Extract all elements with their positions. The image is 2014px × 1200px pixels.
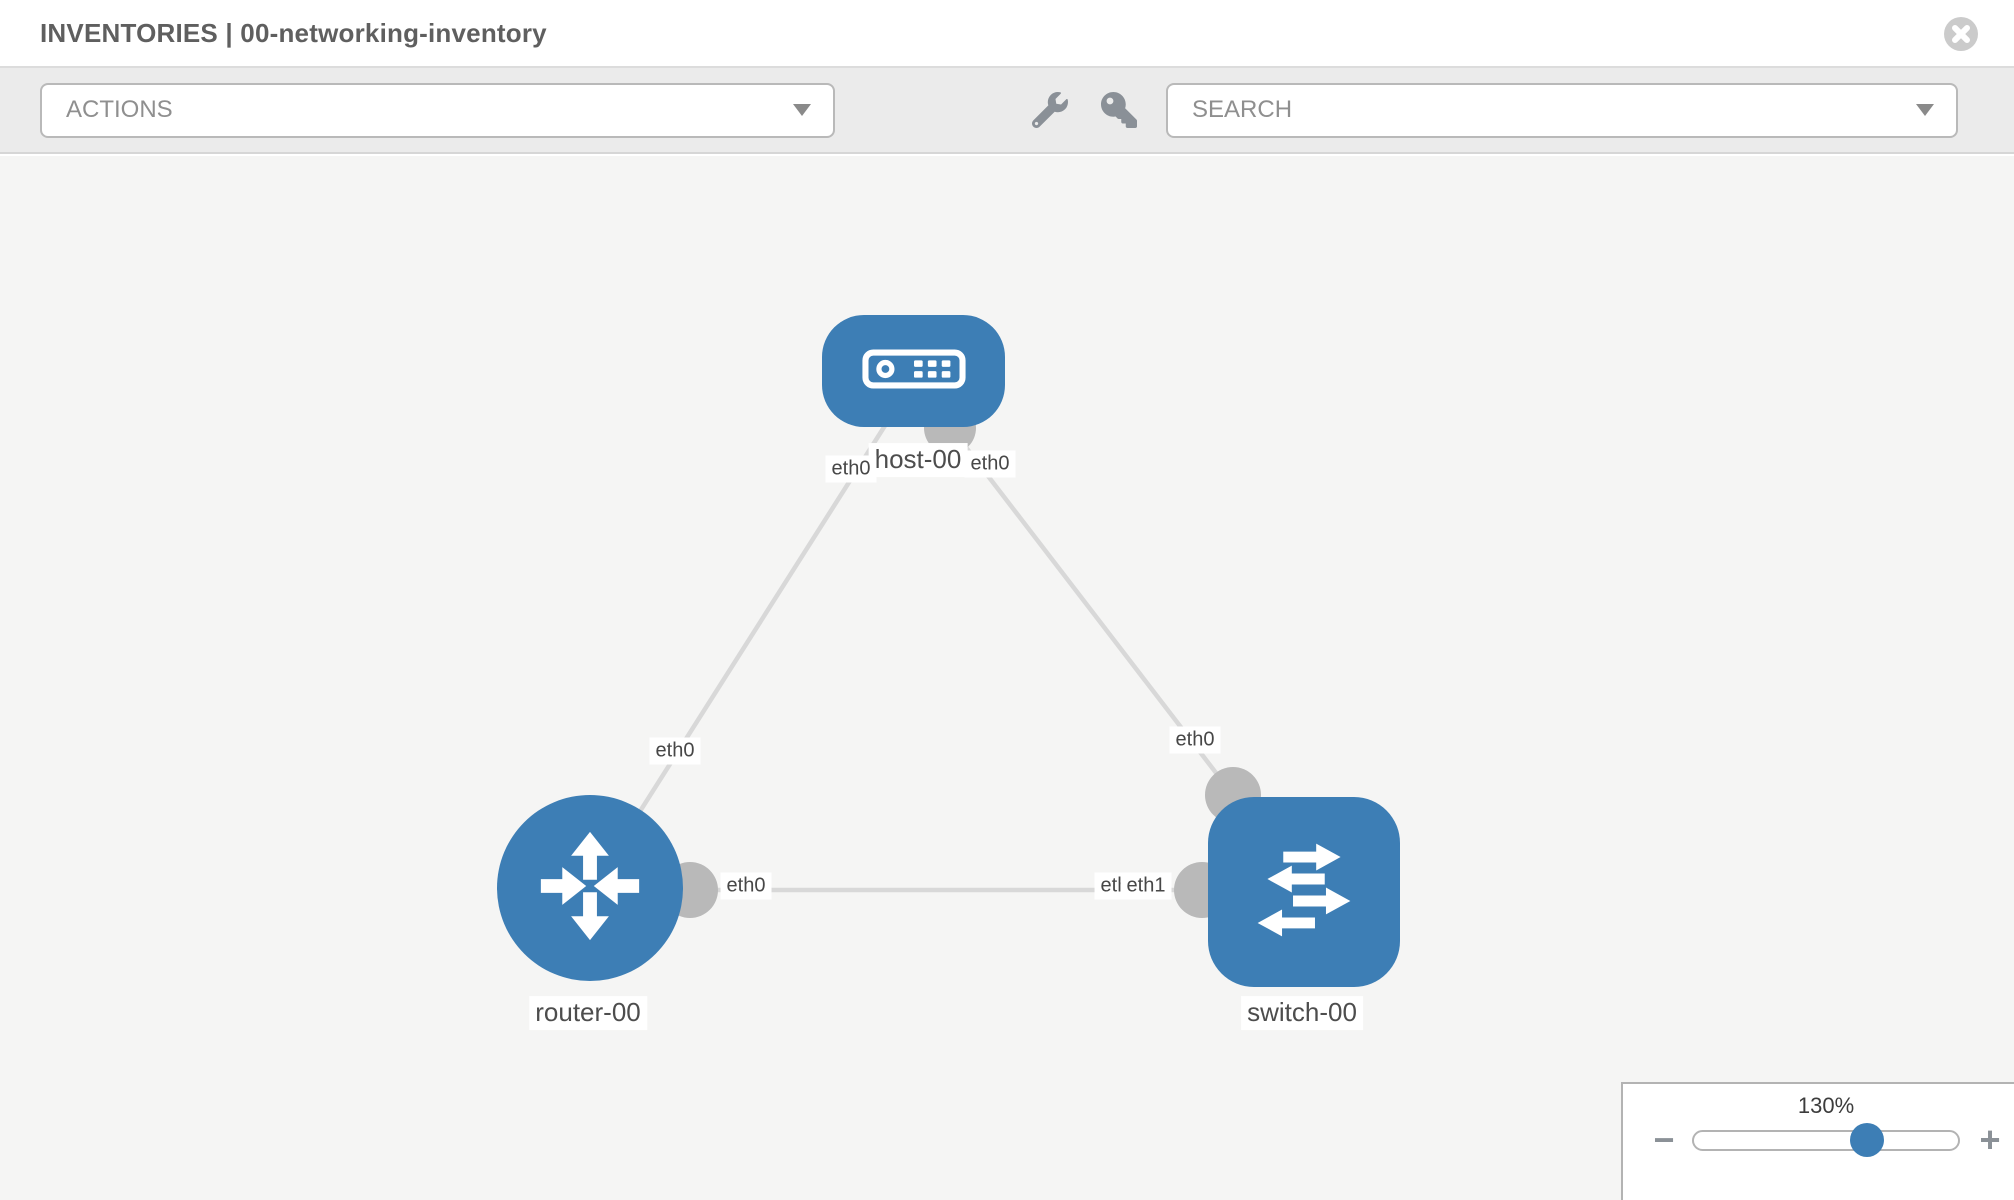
- toolbar: ACTIONS SEARCH: [0, 68, 2014, 154]
- node-switch-00[interactable]: [1208, 797, 1400, 987]
- chevron-down-icon: [1916, 104, 1934, 116]
- interface-label-switch-eth1-left: eth1: [1120, 872, 1172, 900]
- interface-label-host-eth0-left: eth0: [825, 455, 877, 483]
- server-icon: [861, 349, 966, 394]
- wrench-icon[interactable]: [1031, 92, 1068, 129]
- topology-links-layer: [588, 400, 1261, 918]
- interface-label-host-eth0-right: eth0: [964, 450, 1016, 478]
- key-icon[interactable]: [1101, 92, 1137, 128]
- node-host-00[interactable]: [822, 315, 1005, 427]
- node-router-00[interactable]: [497, 795, 683, 981]
- zoom-level-readout: 130%: [1797, 1093, 1855, 1118]
- topology-canvas[interactable]: host-00 router-00 switch-00 eth0 eth0 et…: [0, 156, 2014, 1200]
- router-arrows-icon: [527, 823, 653, 954]
- close-icon: [1944, 17, 1978, 54]
- page-title: INVENTORIES | 00-networking-inventory: [40, 17, 547, 48]
- close-button[interactable]: [1944, 17, 1978, 51]
- zoom-control-panel: 130% − +: [1621, 1082, 2014, 1200]
- zoom-slider-thumb[interactable]: [1850, 1122, 1884, 1157]
- interface-label-router-eth0-right: eth0: [720, 872, 772, 900]
- search-dropdown-value: SEARCH: [1192, 96, 1293, 123]
- node-label-router: router-00: [529, 996, 647, 1030]
- actions-dropdown-value: ACTIONS: [66, 96, 173, 123]
- link-router-host[interactable]: [588, 400, 902, 892]
- header-bar: INVENTORIES | 00-networking-inventory: [0, 0, 2014, 68]
- node-label-switch: switch-00: [1241, 996, 1363, 1030]
- zoom-out-button[interactable]: −: [1651, 1122, 1677, 1158]
- zoom-slider-track[interactable]: [1692, 1122, 1960, 1157]
- exchange-arrows-icon: [1243, 829, 1365, 956]
- node-label-host: host-00: [868, 443, 968, 477]
- interface-label-router-eth0-uplink: eth0: [649, 737, 701, 765]
- zoom-in-button[interactable]: +: [1977, 1122, 2003, 1158]
- actions-dropdown[interactable]: ACTIONS: [40, 82, 835, 138]
- interface-label-switch-eth0-top: eth0: [1169, 726, 1221, 754]
- search-dropdown[interactable]: SEARCH: [1166, 82, 1958, 138]
- chevron-down-icon: [793, 104, 811, 116]
